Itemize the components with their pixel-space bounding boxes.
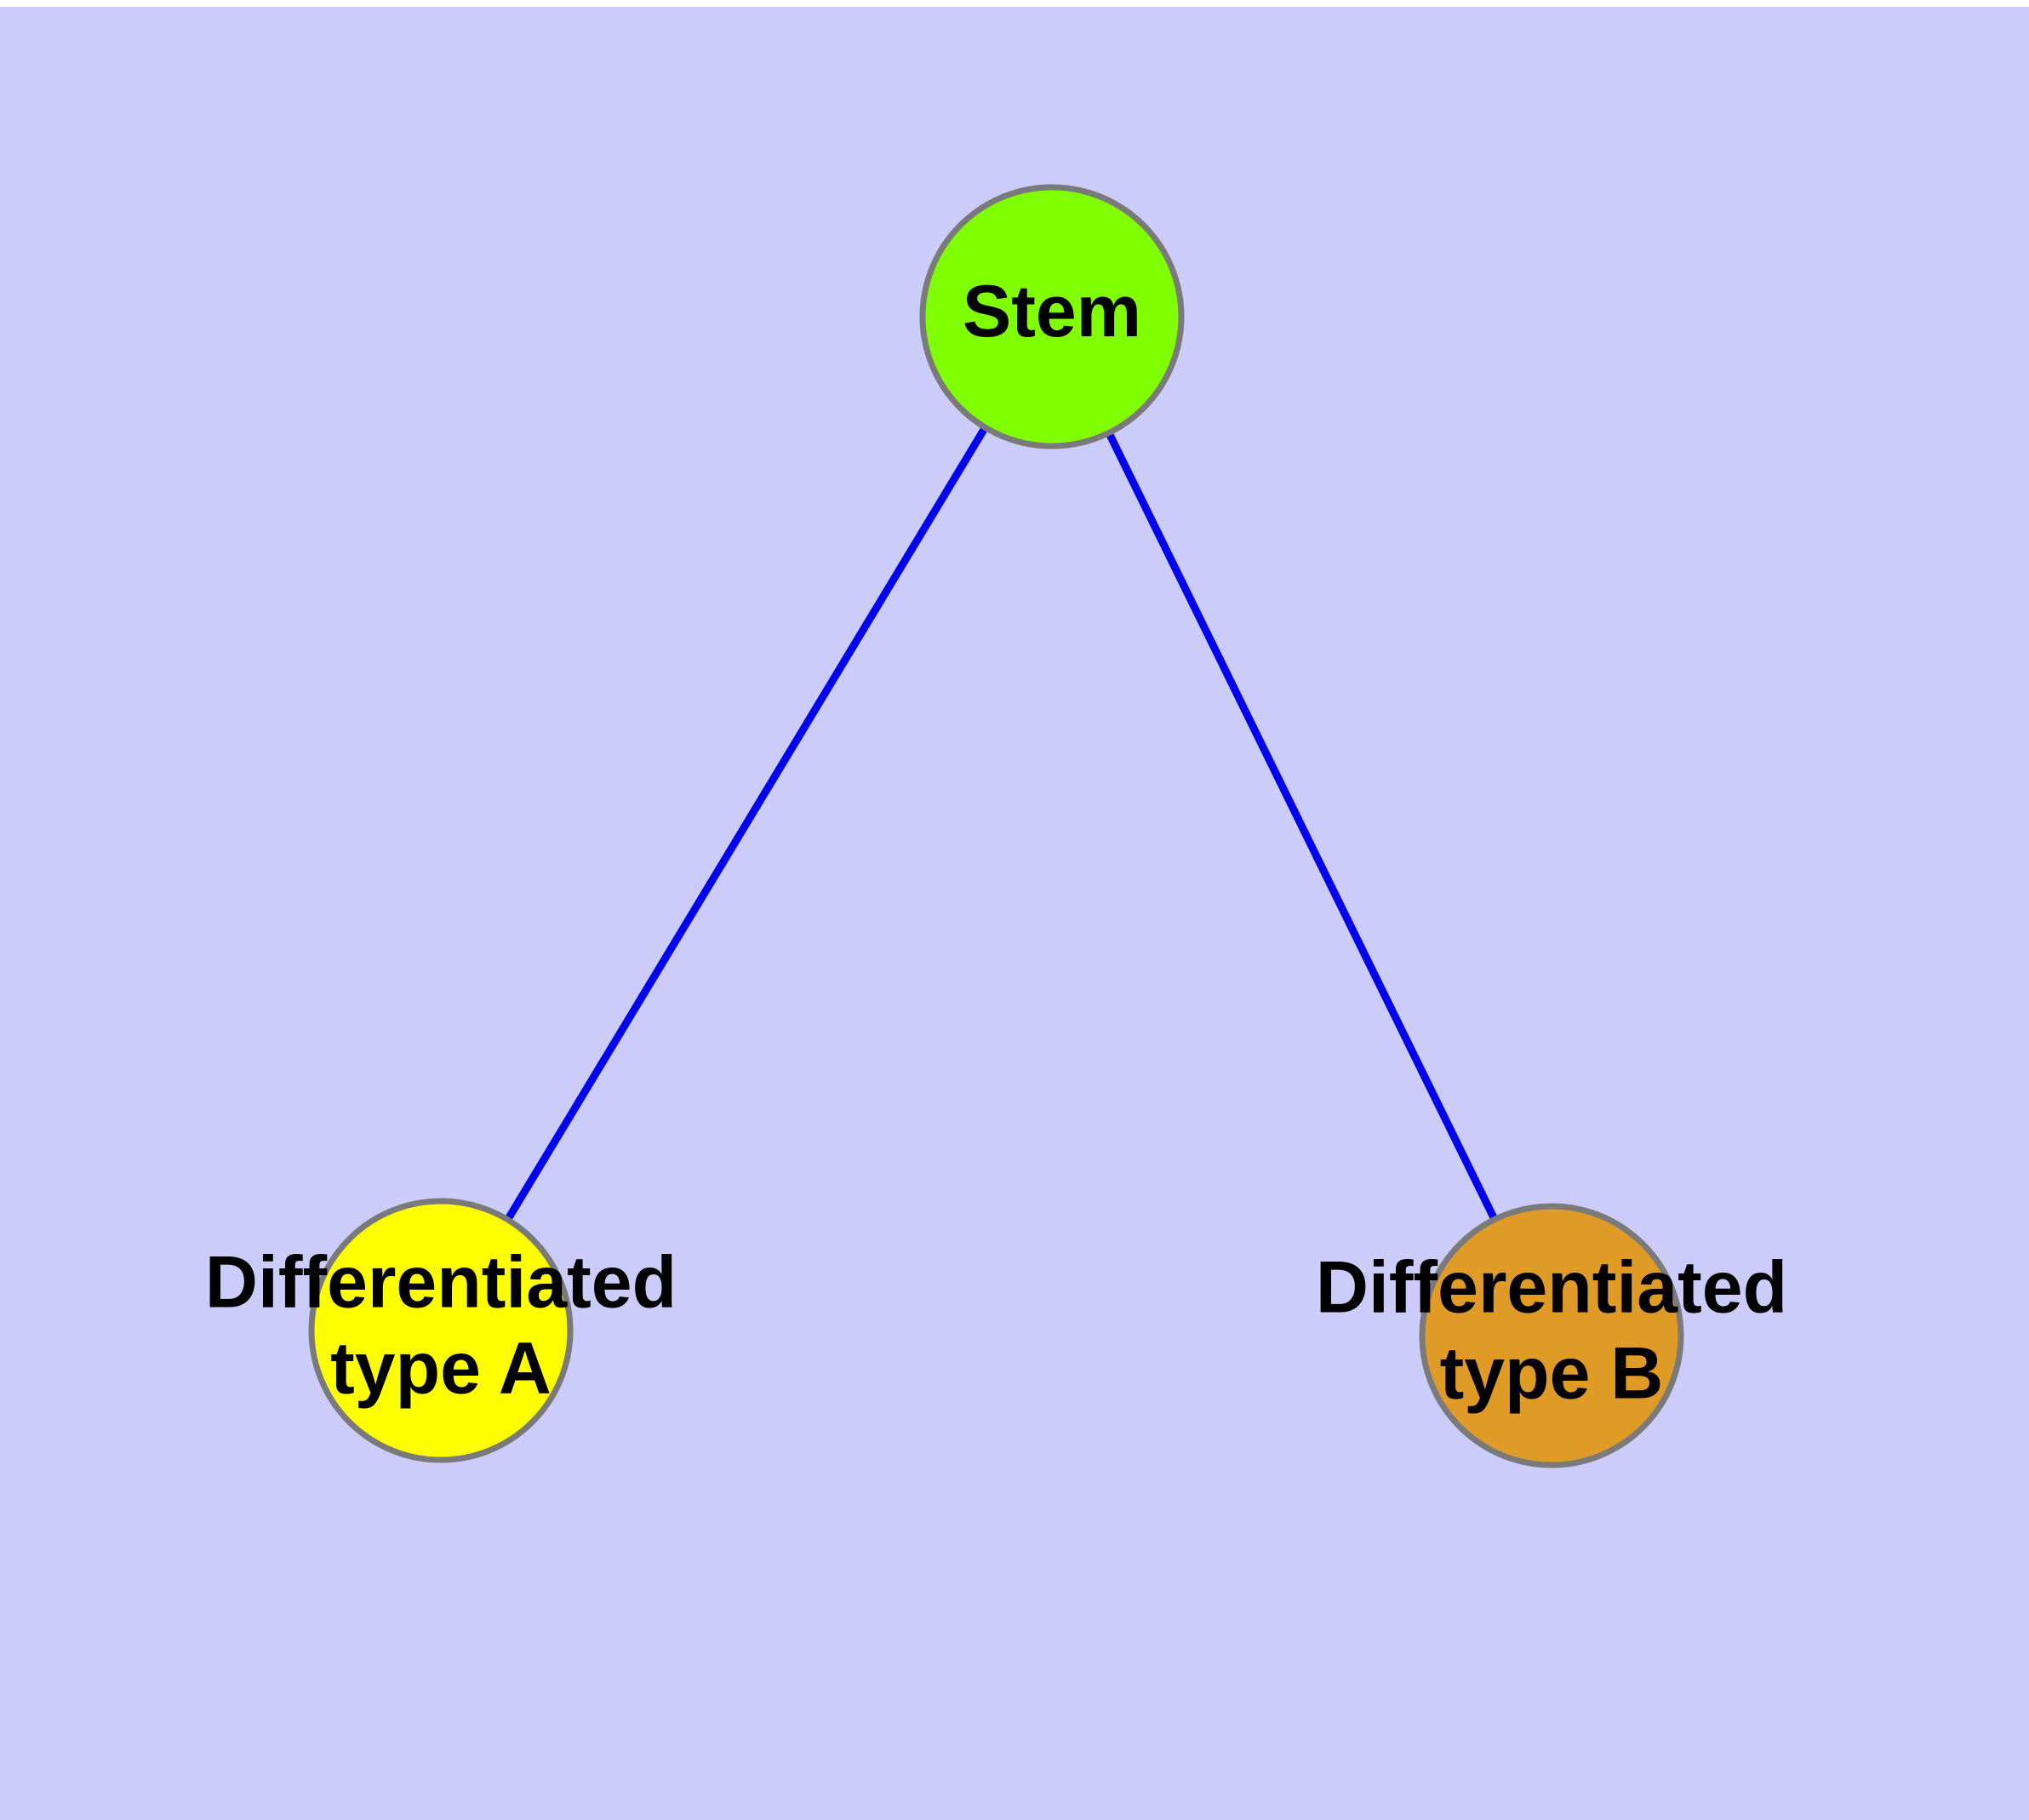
node-differentiated-type-a[interactable] [308,1198,574,1463]
node-stem-circle[interactable] [919,184,1185,449]
node-stem-label: Stem [963,271,1141,352]
edge-stem-to-differentiated-type-a[interactable] [437,314,1055,1333]
node-label-line: Stem [963,271,1141,352]
node-label-line: Differentiated [1316,1246,1787,1328]
node-differentiated-type-b[interactable] [1419,1203,1684,1468]
edge-layer [437,314,1556,1337]
node-label-line: type B [1440,1332,1664,1414]
edge-stem-to-differentiated-type-b[interactable] [1048,315,1556,1337]
node-stem[interactable] [919,184,1185,449]
node-differentiated-type-a-circle[interactable] [308,1198,574,1463]
node-label-line: Differentiated [205,1241,677,1323]
node-differentiated-type-b-circle[interactable] [1419,1203,1684,1468]
node-layer [308,184,1684,1468]
node-label-line: type A [330,1327,552,1409]
